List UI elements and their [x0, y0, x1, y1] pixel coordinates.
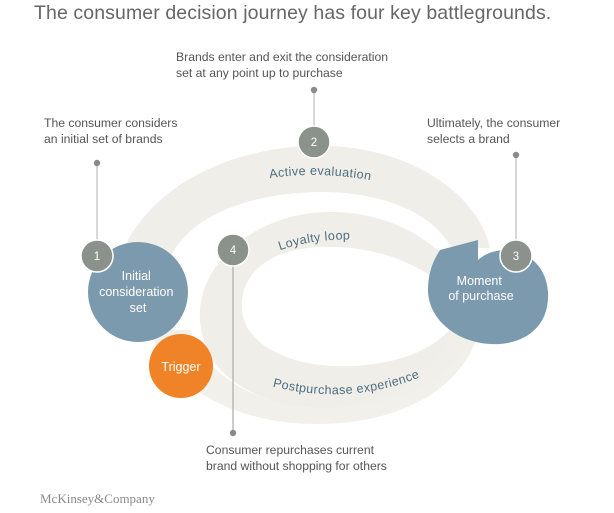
- badge-3: 3: [499, 239, 533, 273]
- svg-text:1: 1: [94, 251, 100, 263]
- active-evaluation-label: Active evaluation: [268, 164, 372, 183]
- badge-4: 4: [216, 233, 250, 267]
- initial-label: Initial consideration set: [99, 269, 177, 315]
- callout-consideration: Brands enter and exit the consideration …: [176, 50, 389, 80]
- initial-consideration-node: [88, 242, 188, 342]
- badge-1: 1: [80, 239, 114, 273]
- loyalty-loop-band: [199, 212, 471, 409]
- trigger-label: Trigger: [161, 360, 200, 374]
- svg-text:2: 2: [311, 137, 317, 149]
- svg-text:4: 4: [230, 245, 237, 257]
- callout-initial-set: The consumer considers an initial set of…: [44, 116, 178, 146]
- mckinsey-logo: McKinsey&Company: [40, 491, 155, 506]
- callout-repurchase: Consumer repurchases current brand witho…: [206, 443, 387, 473]
- postpurchase-band: [150, 330, 478, 425]
- page-title: The consumer decision journey has four k…: [34, 2, 552, 24]
- callout-leaders: [93, 86, 520, 437]
- callout-selects-brand: Ultimately, the consumer selects a brand: [427, 116, 561, 146]
- moment-label: Moment of purchase: [448, 274, 513, 303]
- trigger-node: [149, 334, 213, 398]
- badge-2: 2: [297, 125, 331, 159]
- svg-text:3: 3: [513, 251, 519, 263]
- active-evaluation-band: [118, 145, 490, 262]
